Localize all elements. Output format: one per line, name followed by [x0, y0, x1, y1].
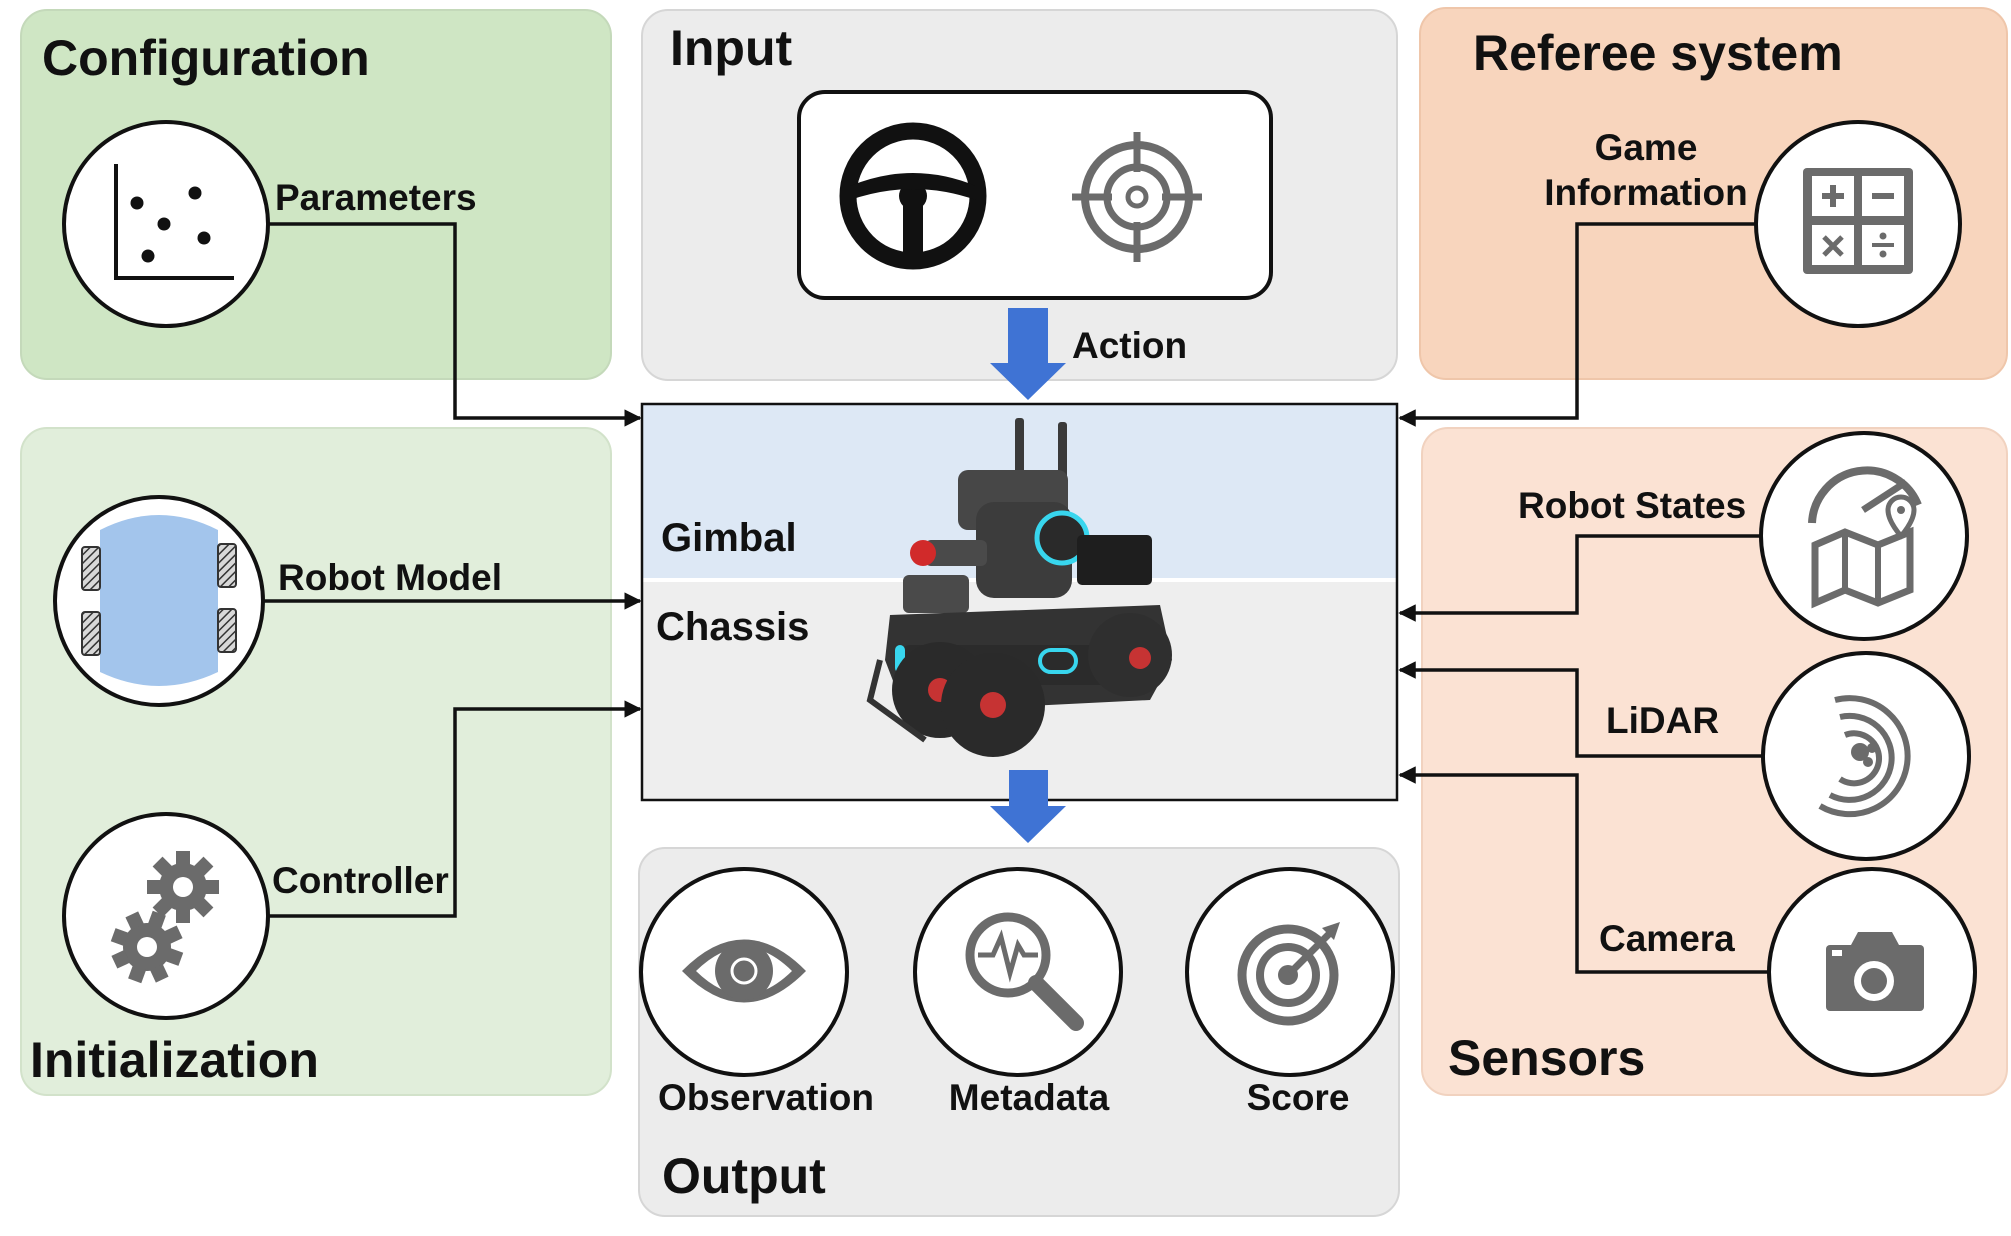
crosshair-target-icon: [1072, 132, 1202, 262]
game-information-label-line2: Information: [1544, 172, 1747, 213]
output-title: Output: [662, 1148, 826, 1204]
eye-icon: [682, 939, 806, 1003]
input-title: Input: [670, 20, 793, 76]
connector-lidar: [1398, 661, 1765, 758]
metadata-label: Metadata: [949, 1077, 1110, 1118]
robot-states-label: Robot States: [1518, 485, 1746, 526]
action-label: Action: [1072, 325, 1187, 366]
action-arrow: [990, 308, 1066, 400]
chassis-label: Chassis: [656, 605, 809, 649]
score-label: Score: [1247, 1077, 1350, 1118]
controller-label: Controller: [272, 860, 449, 901]
initialization-title: Initialization: [30, 1032, 319, 1088]
metadata-circle: [913, 867, 1123, 1077]
calculator-icon: [1803, 168, 1913, 274]
camera-icon: [1826, 932, 1924, 1011]
configuration-title: Configuration: [42, 30, 370, 86]
magnifier-waveform-icon: [965, 912, 1084, 1031]
connector-parameters: [268, 222, 642, 427]
output-arrow: [990, 770, 1066, 843]
connector-game-information: [1398, 222, 1757, 427]
observation-label: Observation: [658, 1077, 874, 1118]
robot-model-label: Robot Model: [278, 557, 502, 598]
connector-robot-states: [1398, 534, 1762, 622]
steering-wheel-icon: [839, 122, 987, 270]
gauge-map-icon: [1808, 466, 1922, 609]
connector-controller: [268, 700, 642, 918]
connector-camera: [1398, 766, 1770, 974]
game-information-label-line1: Game: [1595, 127, 1698, 168]
radar-sweep-icon: [1818, 695, 1911, 818]
scatter-plot-icon: [114, 164, 234, 280]
dartboard-icon: [1237, 922, 1340, 1026]
robot-chassis-topview-icon: [81, 515, 237, 686]
robot-box: Gimbal Chassis: [640, 402, 1399, 802]
gimbal-label: Gimbal: [661, 516, 797, 560]
sensors-title: Sensors: [1448, 1030, 1645, 1086]
controller-circle: [62, 812, 270, 1020]
parameters-label: Parameters: [275, 177, 477, 218]
camera-label: Camera: [1599, 918, 1735, 959]
robot-photo: [866, 418, 1172, 757]
referee-title: Referee system: [1473, 25, 1843, 81]
lidar-label: LiDAR: [1606, 700, 1719, 741]
